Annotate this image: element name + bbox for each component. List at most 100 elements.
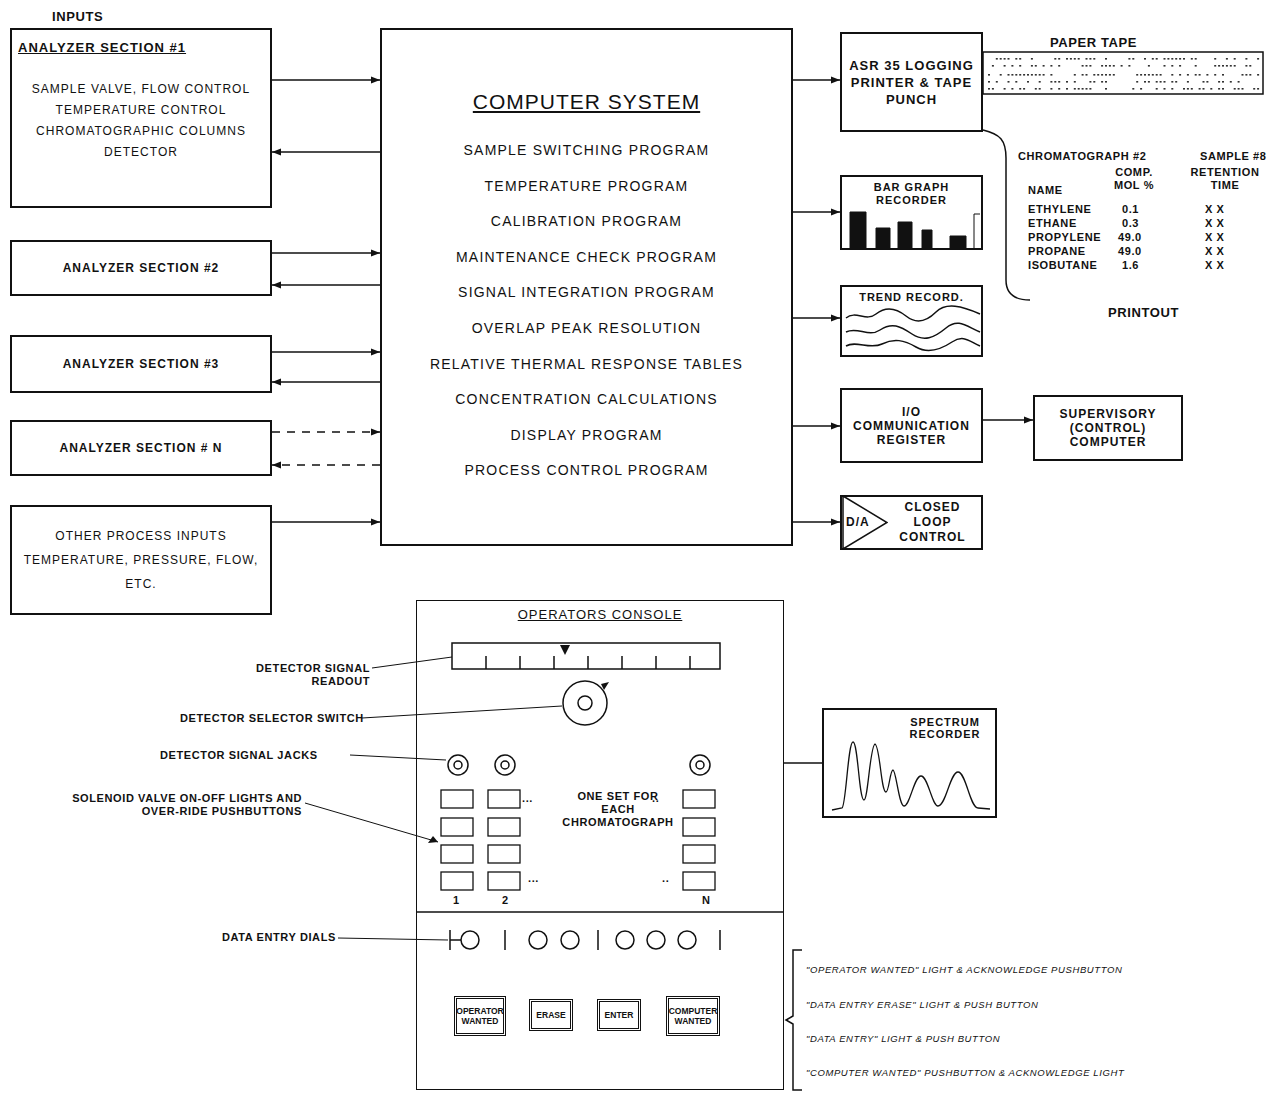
tape-hole [1050, 81, 1052, 83]
tape-hole [1156, 81, 1158, 83]
tape-hole [1164, 65, 1166, 67]
tape-hole [1164, 58, 1166, 60]
valve-light [683, 790, 715, 808]
analyzer-box: ANALYZER SECTION #3 [10, 335, 272, 393]
analyzer-box: ANALYZER SECTION #1SAMPLE VALVE, FLOW CO… [10, 28, 272, 208]
table-cell: X X [1205, 245, 1225, 258]
tape-hole [1031, 65, 1033, 67]
recorder-box: BAR GRAPH RECORDER [840, 175, 983, 250]
tape-hole [1160, 74, 1162, 76]
tape-hole [1039, 81, 1041, 83]
tape-hole [1089, 81, 1091, 83]
tape-hole [1035, 74, 1037, 76]
tape-hole [1183, 88, 1185, 90]
tape-hole [1218, 65, 1220, 67]
tape-hole [1058, 58, 1060, 60]
tape-hole [1101, 65, 1103, 67]
tape-hole [1089, 88, 1091, 90]
list-bracket [786, 950, 802, 1090]
tape-hole [1218, 81, 1220, 83]
table-cell: RETENTION TIME [1180, 166, 1270, 192]
tape-hole [1152, 58, 1154, 60]
tape-hole [1171, 58, 1173, 60]
node-title: D/A [846, 515, 870, 530]
valve-light [488, 845, 520, 863]
tape-hole [1019, 58, 1021, 60]
tape-hole [1039, 88, 1041, 90]
tape-hole [988, 88, 990, 90]
connector-arrow [983, 419, 1033, 421]
table-cell: 0.3 [1122, 217, 1139, 230]
tape-hole [1195, 58, 1197, 60]
tape-hole [1257, 74, 1259, 76]
tape-hole [1050, 65, 1052, 67]
signal-jack [501, 761, 509, 769]
tape-hole [1015, 74, 1017, 76]
filled-marks [428, 212, 966, 843]
node-title: OPERATOR WANTED [456, 1006, 503, 1026]
table-cell: X X [1205, 231, 1225, 244]
tape-hole [1160, 81, 1162, 83]
tape-hole [1187, 74, 1189, 76]
table-cell: CHROMATOGRAPH #2 [1018, 150, 1146, 163]
tape-hole [1105, 65, 1107, 67]
table-cell: COMP. MOL % [1112, 166, 1156, 192]
tape-hole [1226, 58, 1228, 60]
tape-hole [1082, 74, 1084, 76]
tape-hole [1203, 88, 1205, 90]
tape-hole [988, 74, 990, 76]
connector-arrow [793, 521, 840, 523]
node-text: DISPLAY PROGRAM [382, 427, 791, 443]
tape-hole [1101, 74, 1103, 76]
table-cell: NAME [1028, 184, 1063, 197]
tape-hole [1070, 58, 1072, 60]
tape-hole [1011, 65, 1013, 67]
tape-hole [1167, 58, 1169, 60]
tape-hole [1195, 65, 1197, 67]
connector-arrow [272, 284, 380, 286]
tape-hole [1031, 74, 1033, 76]
callout-text: N [702, 894, 711, 907]
node-title: ANALYZER SECTION # N [60, 441, 223, 455]
tape-hole [1097, 74, 1099, 76]
node-title: TREND RECORD. [859, 291, 964, 304]
tape-hole [1144, 74, 1146, 76]
tape-hole [1015, 58, 1017, 60]
connector-arrow [793, 79, 840, 81]
tape-hole [1086, 88, 1088, 90]
node-title: ANALYZER SECTION #1 [18, 40, 264, 55]
tape-hole [1171, 74, 1173, 76]
node-text: CALIBRATION PROGRAM [382, 213, 791, 229]
tape-hole [1222, 81, 1224, 83]
tape-hole [1054, 81, 1056, 83]
node-title: SPECTRUM RECORDER [905, 716, 985, 740]
tape-hole [1230, 81, 1232, 83]
tape-hole [1214, 74, 1216, 76]
tape-hole [1023, 74, 1025, 76]
tape-hole [1043, 65, 1045, 67]
tape-hole [1058, 81, 1060, 83]
tape-hole [1245, 74, 1247, 76]
tape-hole [1171, 88, 1173, 90]
tape-hole [1015, 81, 1017, 83]
table-cell: PROPYLENE [1028, 231, 1101, 244]
tape-hole [1004, 88, 1006, 90]
tape-hole [1008, 58, 1010, 60]
tape-hole [1093, 58, 1095, 60]
tape-hole [1257, 88, 1259, 90]
list-item: "COMPUTER WANTED" PUSHBUTTON & ACKNOWLED… [806, 1066, 1124, 1079]
valve-light [441, 790, 473, 808]
tape-hole [1183, 58, 1185, 60]
tape-hole [1074, 74, 1076, 76]
tape-hole [988, 81, 990, 83]
tape-hole [1011, 88, 1013, 90]
tape-hole [1086, 65, 1088, 67]
leader-arrow [428, 836, 438, 843]
node-title: ERASE [536, 1010, 565, 1020]
tape-hole [1234, 58, 1236, 60]
table-cell: ETHYLENE [1028, 203, 1091, 216]
node-title: ANALYZER SECTION #2 [63, 261, 220, 275]
tape-hole [1128, 58, 1130, 60]
push-button: ERASE [529, 999, 573, 1031]
